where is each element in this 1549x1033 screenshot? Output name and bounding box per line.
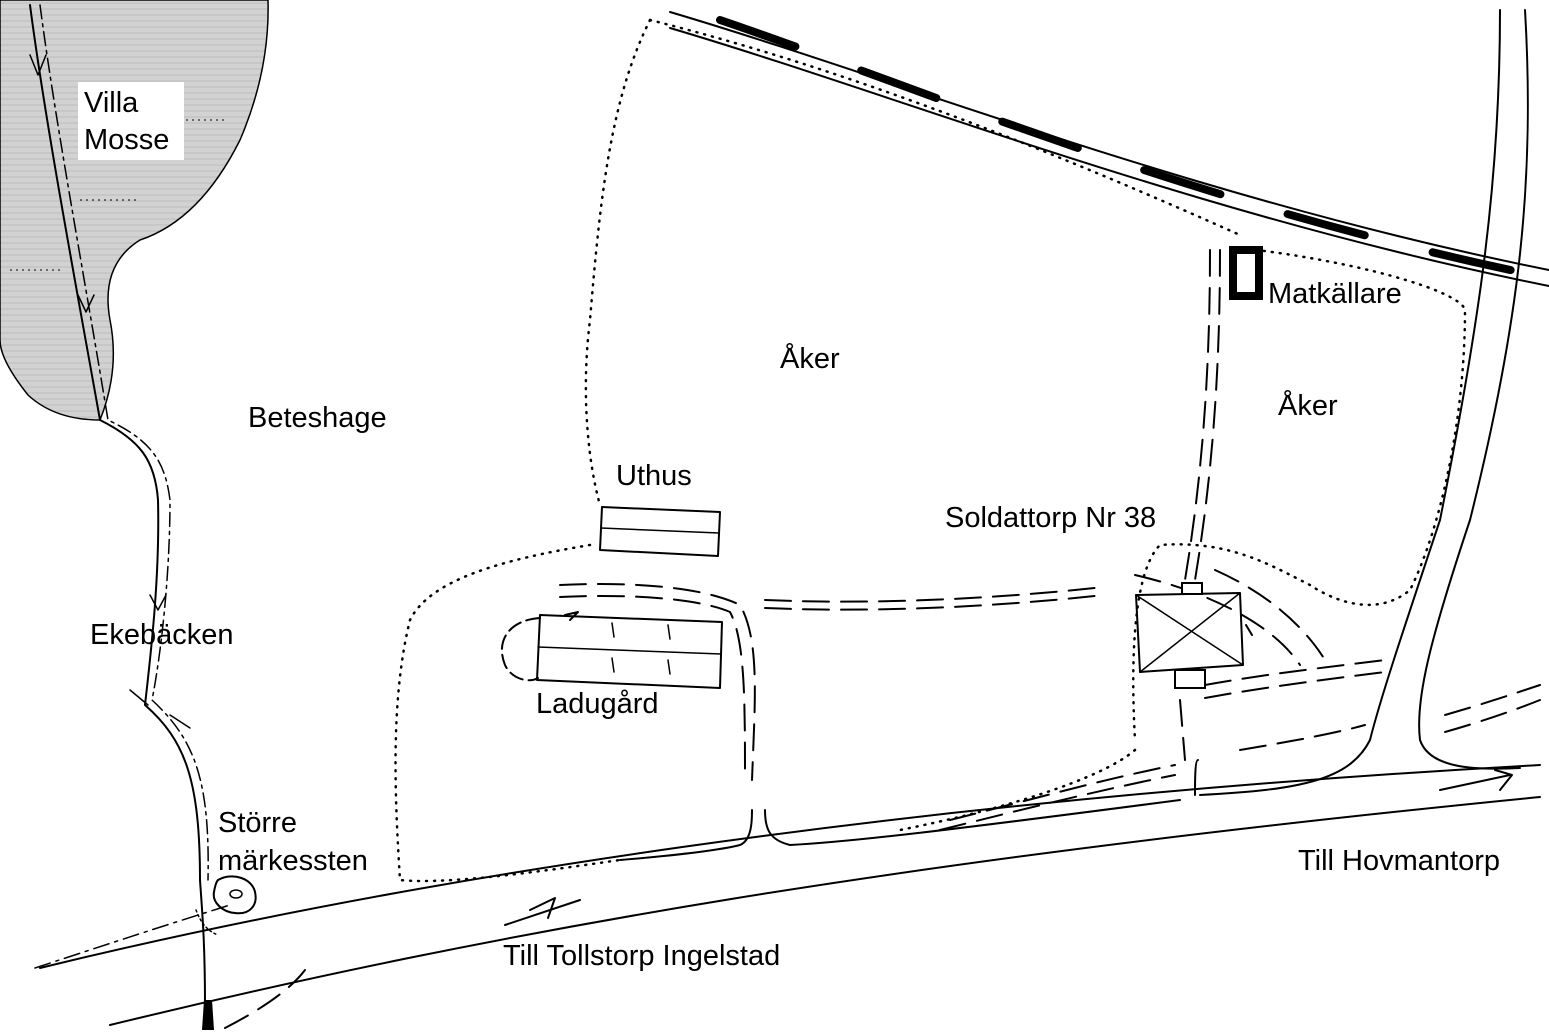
boundary-stone bbox=[195, 875, 257, 936]
label-soldattorp: Soldattorp Nr 38 bbox=[945, 502, 1156, 534]
cart-tracks bbox=[224, 249, 1541, 1029]
label-storre: Större bbox=[218, 807, 297, 839]
marsh-label-box bbox=[78, 82, 184, 160]
uthus-building bbox=[599, 506, 721, 557]
marsh-area bbox=[0, 0, 269, 421]
matkallare-building bbox=[1229, 246, 1263, 300]
main-road bbox=[39, 764, 1541, 1026]
side-road bbox=[1199, 9, 1529, 796]
label-till-tollstorp: Till Tollstorp Ingelstad bbox=[503, 940, 780, 972]
marsh-dotted-lines bbox=[10, 119, 228, 271]
boundary-line bbox=[34, 904, 231, 969]
label-aker-right: Åker bbox=[1278, 389, 1338, 422]
ekebacken-stream bbox=[29, 4, 209, 1006]
road-verge bbox=[504, 759, 1513, 926]
label-till-hovmantorp: Till Hovmantorp bbox=[1298, 845, 1500, 877]
bottom-marker bbox=[202, 1000, 214, 1030]
soldattorp-building bbox=[1135, 582, 1253, 689]
label-ekebacken: Ekebäcken bbox=[90, 619, 234, 651]
label-mosse: Mosse bbox=[84, 124, 169, 156]
label-ladugard: Ladugård bbox=[536, 688, 659, 720]
ladugard-building bbox=[500, 611, 723, 689]
label-matkallare: Matkällare bbox=[1268, 278, 1402, 310]
railway bbox=[669, 11, 1549, 287]
field-boundaries bbox=[394, 18, 1467, 883]
label-uthus: Uthus bbox=[616, 460, 692, 492]
label-markessten: märkessten bbox=[218, 845, 368, 877]
label-beteshage: Beteshage bbox=[248, 402, 387, 434]
label-villa: Villa bbox=[84, 87, 139, 119]
label-aker-left: Åker bbox=[780, 342, 840, 375]
